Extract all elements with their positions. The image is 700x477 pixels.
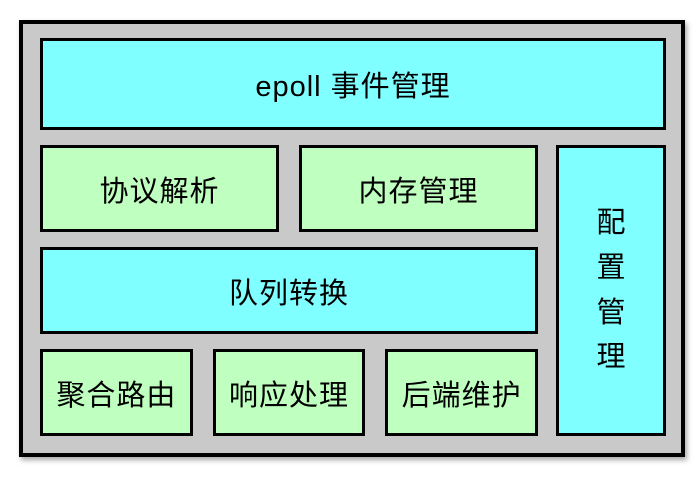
diagram-box-response-processing: 响应处理 bbox=[212, 349, 366, 436]
diagram-frame: epoll 事件管理 协议解析 内存管理 配置管理 队列转换 聚合路由 响应处理… bbox=[19, 20, 685, 457]
diagram-box-protocol-parsing: 协议解析 bbox=[40, 145, 279, 232]
diagram-box-memory-management: 内存管理 bbox=[299, 145, 538, 232]
diagram-box-config-management: 配置管理 bbox=[556, 145, 666, 436]
diagram-grid: epoll 事件管理 协议解析 内存管理 配置管理 队列转换 聚合路由 响应处理… bbox=[40, 38, 666, 437]
diagram-box-backend-maintenance: 后端维护 bbox=[385, 349, 539, 436]
diagram-row-2: 协议解析 内存管理 bbox=[40, 145, 538, 232]
diagram-box-epoll-event-management: epoll 事件管理 bbox=[40, 38, 666, 130]
diagram-box-aggregate-routing: 聚合路由 bbox=[40, 349, 193, 436]
diagram-box-queue-conversion: 队列转换 bbox=[40, 247, 538, 334]
diagram-row-4: 聚合路由 响应处理 后端维护 bbox=[40, 349, 539, 436]
config-management-vertical-label: 配置管理 bbox=[596, 206, 626, 374]
